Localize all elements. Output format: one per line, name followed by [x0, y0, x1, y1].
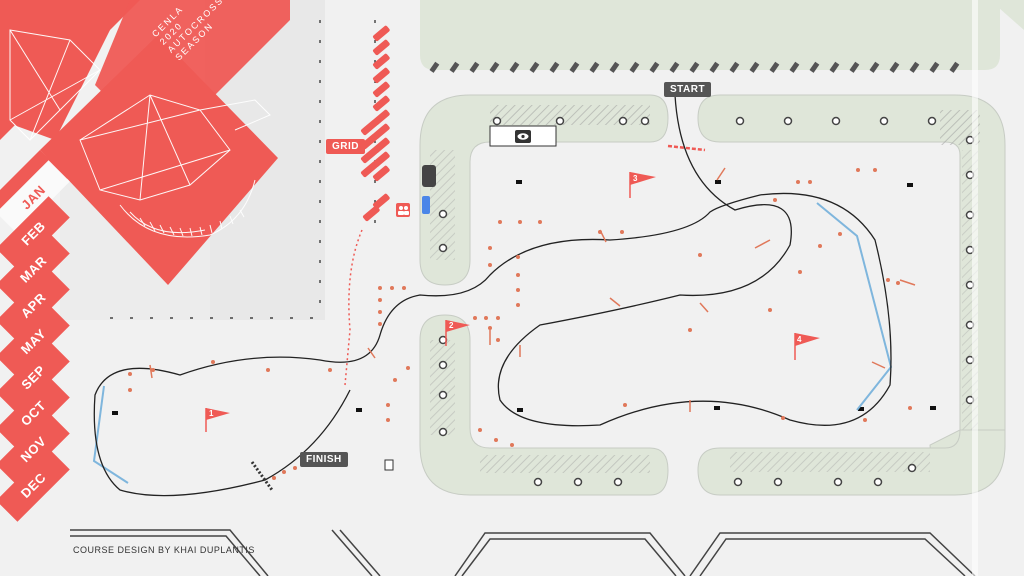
bottom-lanes	[70, 529, 976, 576]
flag-number-4: 4	[797, 335, 802, 344]
cones	[128, 168, 912, 480]
flag-number-1: 1	[209, 409, 214, 418]
flag-1: 1	[205, 408, 230, 432]
small-marker	[384, 459, 394, 471]
finish-label: FINISH	[300, 452, 348, 467]
course-credit: COURSE DESIGN BY KHAI DUPLANTIS	[73, 545, 255, 555]
top-field-right	[990, 0, 1024, 30]
grid-exit-path	[344, 229, 363, 386]
pointer-cones	[149, 167, 916, 412]
start-car	[422, 196, 430, 214]
top-field-markers	[429, 61, 960, 73]
flag-4: 4	[794, 333, 820, 360]
logo-panel	[0, 0, 290, 285]
island-bottom-left	[419, 314, 669, 496]
worker-stations	[112, 180, 936, 415]
timing-trailer	[422, 165, 436, 187]
grid-label: GRID	[326, 139, 365, 154]
month-selector: JAN FEB MAR APR MAY SEP OCT NOV DEC	[0, 0, 70, 522]
eye-icon	[517, 133, 529, 140]
top-field	[420, 0, 1000, 70]
tire-barriers	[438, 116, 975, 487]
pelican-logo	[9, 29, 271, 238]
flag-number-2: 2	[449, 321, 454, 330]
finish-gate	[250, 461, 274, 491]
people-icon	[398, 206, 409, 215]
flag-number-3: 3	[633, 174, 638, 183]
island-top-left	[419, 94, 669, 286]
course-line	[93, 94, 892, 497]
start-label: START	[664, 82, 712, 97]
slalom-lines	[92, 202, 893, 484]
start-gate	[667, 144, 706, 152]
flag-3: 3	[629, 172, 656, 198]
flag-2: 2	[445, 320, 470, 346]
grid-cars	[360, 25, 390, 222]
